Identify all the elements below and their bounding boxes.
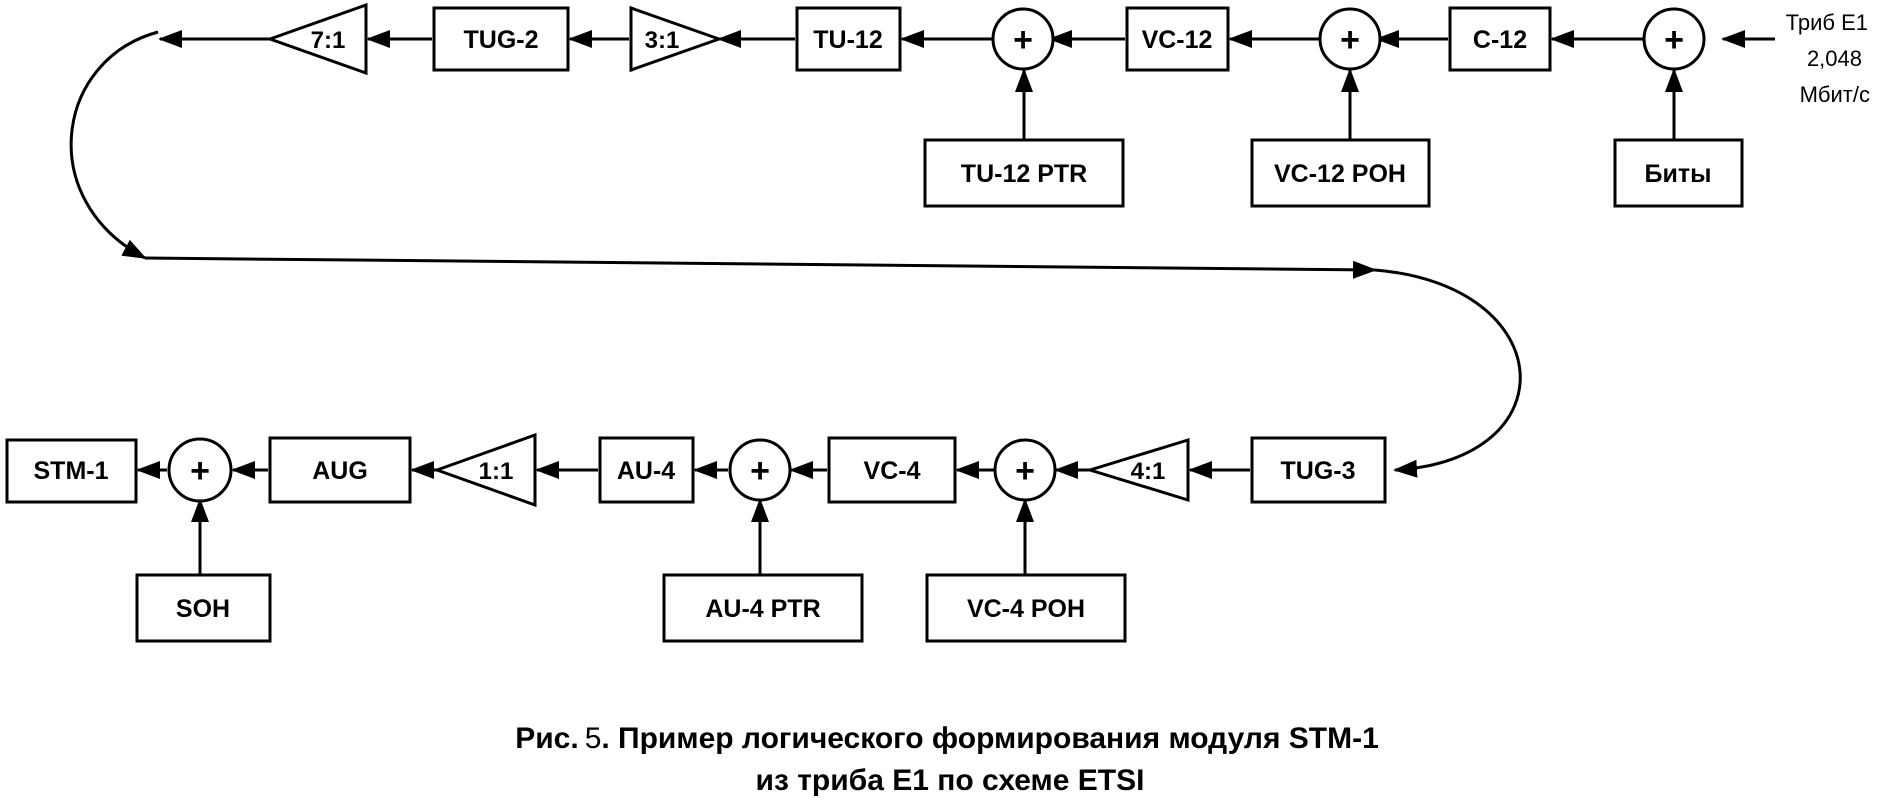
- aug-label: AUG: [312, 457, 368, 485]
- au4-box: AU-4: [598, 436, 695, 504]
- source-line-2: 2,048: [1807, 46, 1862, 71]
- vc4-box: VC-4: [827, 436, 957, 504]
- au4-ptr-box: AU-4 PTR: [662, 573, 864, 643]
- adder-au4-ptr: +: [728, 438, 792, 502]
- top-row-connectors: [158, 30, 1775, 140]
- c12-box: C-12: [1448, 6, 1552, 72]
- adder-bits-symbol: +: [1664, 21, 1684, 59]
- adder-vc12-symbol: +: [1340, 21, 1360, 59]
- source-label: Триб E1 2,048 Мбит/с: [1786, 10, 1870, 107]
- adder-vc12-poh: +: [1318, 7, 1382, 71]
- figure-caption: Рис.5. Пример логического формирования м…: [515, 722, 1379, 797]
- source-line-3: Мбит/с: [1800, 82, 1870, 107]
- stm1-box: STM-1: [5, 438, 138, 504]
- mux-4-1-label: 4:1: [1131, 458, 1166, 485]
- caption-line-1-text: . Пример логического формирования модуля…: [601, 722, 1378, 755]
- bits-label: Биты: [1645, 160, 1712, 188]
- tug2-box: TUG-2: [432, 6, 570, 72]
- mux-7-1: 7:1: [265, 2, 368, 76]
- au4-label: AU-4: [617, 457, 675, 485]
- tu12-label: TU-12: [813, 26, 882, 54]
- vc4-label: VC-4: [864, 457, 921, 485]
- soh-box: SOH: [135, 573, 272, 643]
- row-link-curves: [69, 30, 1522, 478]
- adder-bits: +: [1642, 7, 1706, 71]
- mux-3-1-label: 3:1: [645, 27, 680, 54]
- mux-7-1-label: 7:1: [311, 27, 346, 54]
- aug-box: AUG: [268, 436, 412, 504]
- vc4-poh-box: VC-4 POH: [925, 573, 1127, 643]
- bits-box: Биты: [1613, 138, 1744, 208]
- vc4-poh-label: VC-4 POH: [967, 595, 1085, 623]
- tu12-box: TU-12: [795, 6, 902, 72]
- caption-line-2: из триба E1 по схеме ETSI: [756, 764, 1145, 797]
- stm1-label: STM-1: [34, 457, 109, 485]
- vc12-poh-box: VC-12 POH: [1250, 138, 1431, 208]
- mux-3-1: 3:1: [629, 5, 724, 73]
- adder-tu12-symbol: +: [1013, 21, 1033, 59]
- bottom-row-connectors: [136, 461, 1250, 575]
- vc12-poh-label: VC-12 POH: [1274, 160, 1406, 188]
- vc12-box: VC-12: [1125, 6, 1230, 72]
- caption-number: 5: [585, 722, 602, 755]
- tu12-ptr-label: TU-12 PTR: [961, 160, 1087, 188]
- source-line-1: Триб E1: [1786, 10, 1868, 35]
- mux-1-1-label: 1:1: [479, 458, 514, 485]
- vc12-label: VC-12: [1142, 26, 1213, 54]
- caption-prefix: Рис.: [515, 722, 578, 755]
- adder-vc4-symbol: +: [1015, 452, 1035, 490]
- c12-label: C-12: [1473, 26, 1527, 54]
- au4-ptr-label: AU-4 PTR: [705, 595, 820, 623]
- soh-label: SOH: [176, 595, 230, 623]
- adder-vc4-poh: +: [993, 438, 1057, 502]
- tug3-label: TUG-3: [1281, 457, 1356, 485]
- tug3-box: TUG-3: [1250, 436, 1387, 504]
- tu12-ptr-box: TU-12 PTR: [923, 138, 1125, 208]
- caption-line-1: Рис.5. Пример логического формирования м…: [515, 722, 1379, 755]
- adder-tu12-ptr: +: [991, 7, 1055, 71]
- adder-soh-symbol: +: [190, 452, 210, 490]
- adder-au4-symbol: +: [750, 452, 770, 490]
- adder-soh: +: [167, 437, 233, 503]
- tug2-label: TUG-2: [464, 26, 539, 54]
- mux-4-1: 4:1: [1084, 437, 1190, 503]
- mux-1-1: 1:1: [432, 432, 537, 508]
